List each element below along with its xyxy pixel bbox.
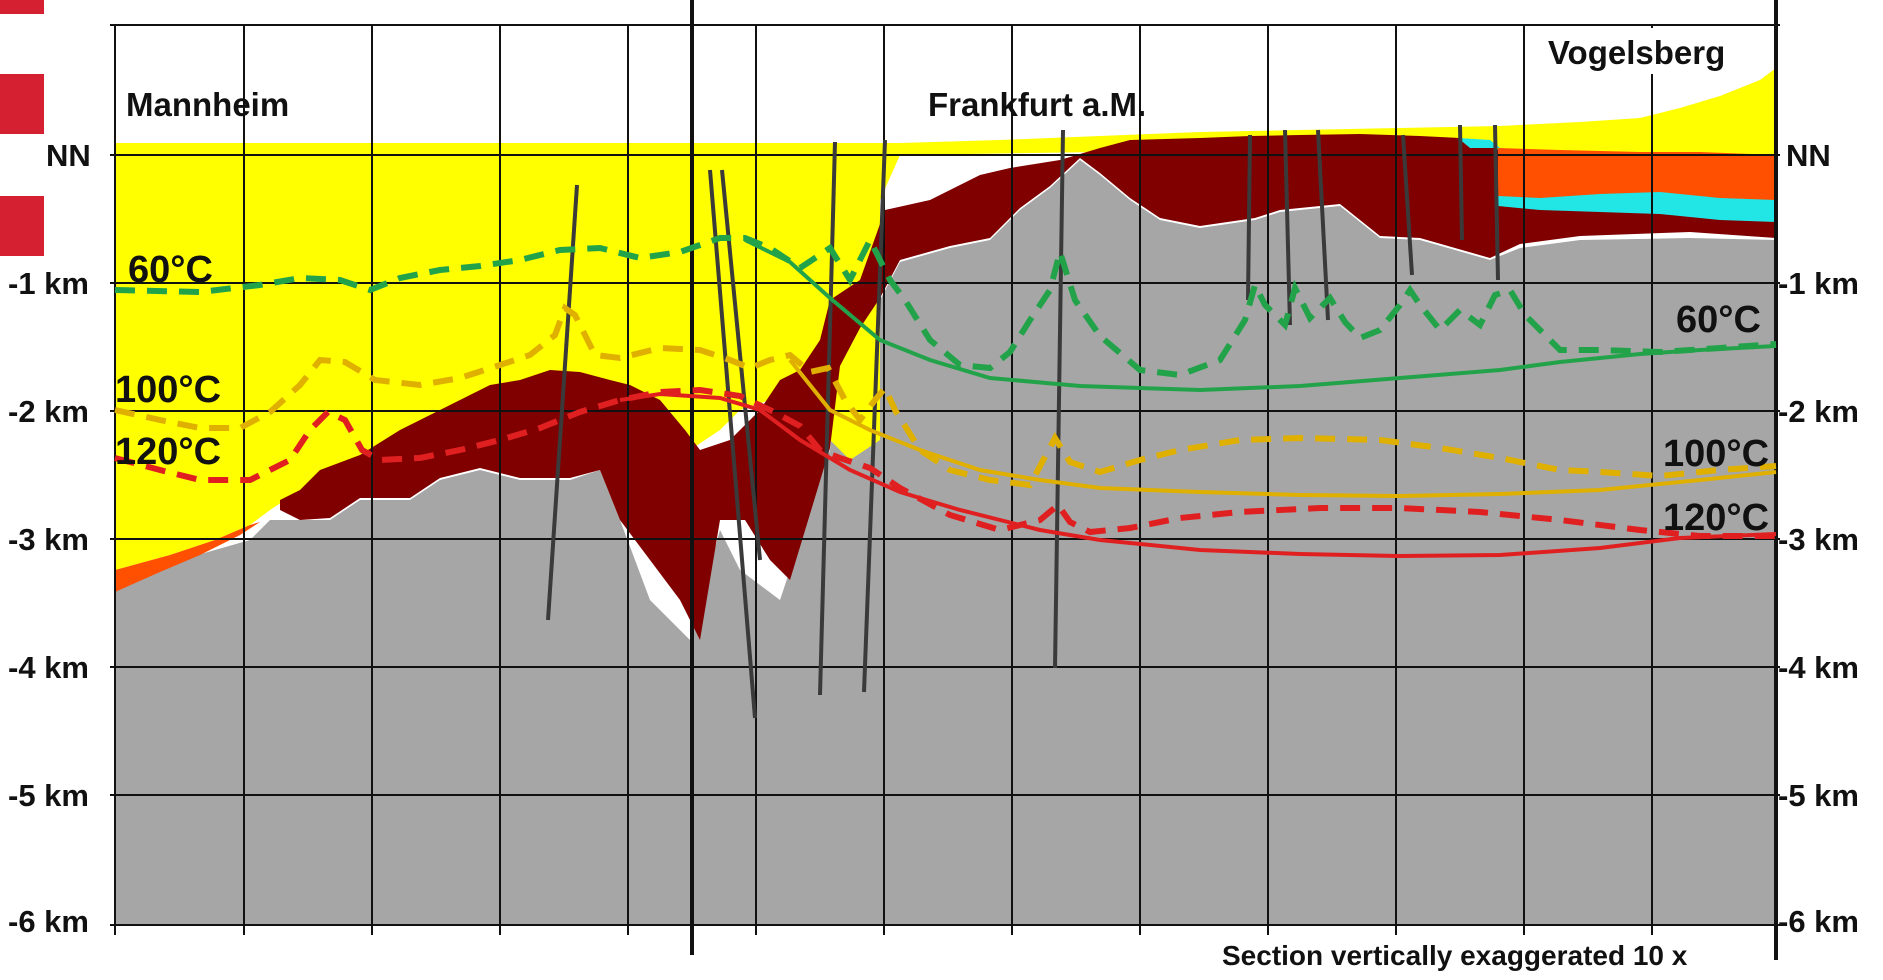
orange-layer-east [1498,148,1776,205]
place-label-frankfurt: Frankfurt a.M. [928,86,1146,123]
depth-label-right-6km: -6 km [1778,904,1859,939]
isotherm-label-60-left: 60°C [128,249,213,291]
isotherm-60 [114,233,1777,393]
isotherm-100-dashed [114,303,1777,489]
isotherm-label-120-left: 120°C [115,431,221,473]
depth-label-right-2km: -2 km [1778,394,1859,429]
fault-line [1246,134,1252,301]
fault-line [1053,129,1065,669]
depth-label-right-nn: NN [1786,138,1831,173]
isotherm-label-100-left: 100°C [115,369,221,411]
isotherm-120-dashed [114,386,1776,539]
depth-label-left-2km: -2 km [8,394,89,429]
vogelsberg-label-bg [1543,28,1753,74]
depth-label-right-1km: -1 km [1778,266,1859,301]
faults [546,124,1500,719]
red-marker [0,74,44,134]
sediment-layer [115,68,1776,570]
fault-line [1401,134,1414,276]
place-label-mannheim: Mannheim [126,86,289,123]
depth-label-left-4km: -4 km [8,650,89,685]
exaggeration-note: Section vertically exaggerated 10 x [1222,940,1688,971]
depth-label-left-1km: -1 km [8,266,89,301]
fault-line [1283,129,1292,326]
fault-line [1458,124,1464,241]
depth-label-left-nn: NN [46,138,91,173]
depth-label-left-6km: -6 km [8,904,89,939]
isotherm-60-solid [744,238,1777,393]
isotherm-120 [114,386,1777,559]
basement-layer [115,160,1776,925]
labels: Mannheim Frankfurt a.M. Vogelsberg NN -1… [8,28,1859,971]
depth-label-left-3km: -3 km [8,522,89,557]
isotherm-120-solid [619,391,1777,559]
fault-line [862,139,887,693]
isotherm-label-100-right: 100°C [1663,433,1769,475]
depth-label-right-3km: -3 km [1778,522,1859,557]
isotherm-100 [114,303,1777,499]
fault-line [708,169,757,719]
isotherm-label-120-right: 120°C [1663,497,1769,539]
strata [115,68,1776,925]
depth-label-right-4km: -4 km [1778,650,1859,685]
isotherm-100-solid [788,358,1777,499]
cyan-layer [1498,192,1776,222]
depth-label-left-5km: -5 km [8,778,89,813]
fault-line [818,141,837,696]
fault-line [1493,124,1500,281]
isotherm-label-60-right: 60°C [1676,299,1761,341]
fault-line [546,184,579,621]
red-marker [0,196,44,256]
depth-label-right-5km: -5 km [1778,778,1859,813]
dark-red-layer [280,134,1776,640]
fault-line [1316,129,1330,321]
edge-markers [0,0,44,256]
isotherm-60-dashed [114,233,1777,379]
red-marker [0,0,44,14]
place-label-vogelsberg: Vogelsberg [1548,34,1725,71]
cyan-layer-sliver [1458,138,1500,148]
